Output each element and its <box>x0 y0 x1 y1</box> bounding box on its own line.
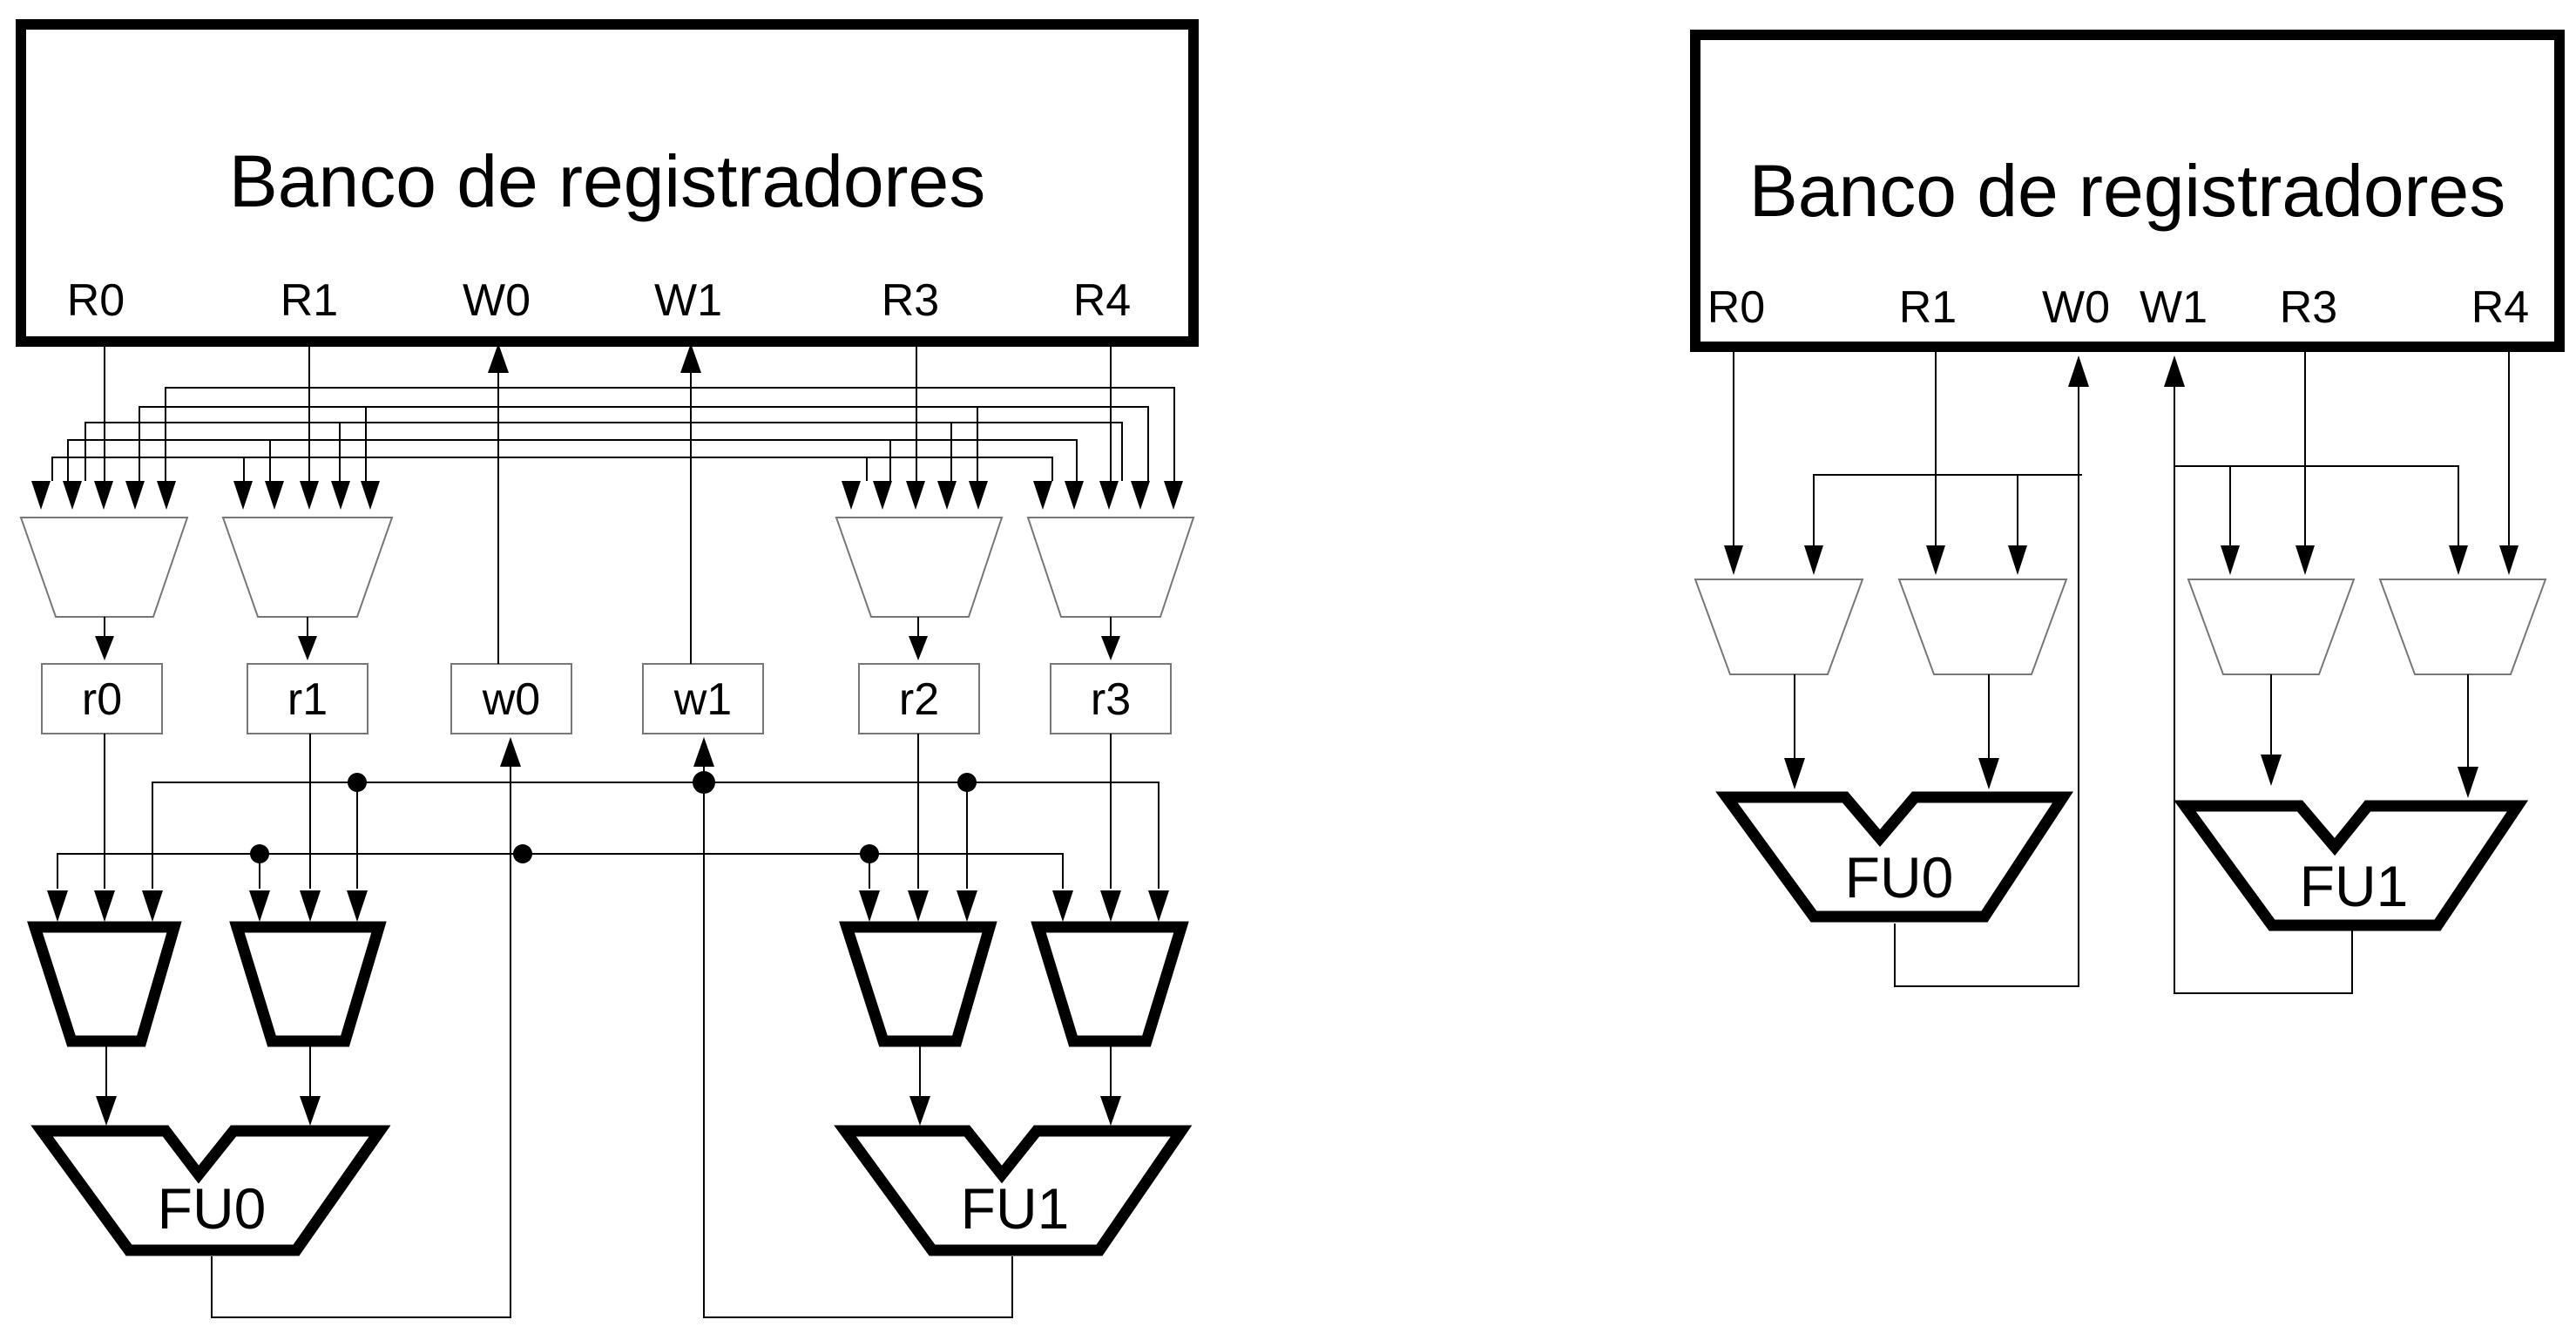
left-fu1 <box>834 1125 1193 1256</box>
right-port-label-r1: R1 <box>1899 282 1957 333</box>
right-read-mux-3 <box>2378 579 2547 675</box>
left-latch-label-r3: r3 <box>1091 674 1131 725</box>
left-fu-mux-2 <box>839 921 997 1047</box>
left-fu-input-muxes <box>27 921 1189 1047</box>
right-fu1-label: FU1 <box>2300 854 2409 918</box>
right-read-mux-0 <box>1694 579 1864 675</box>
left-fu-mux-3 <box>1031 921 1189 1047</box>
right-diagram: Banco de registradores R0 R1 W0 W1 R3 R4 <box>1690 30 2565 994</box>
left-read-mux-1 <box>221 517 394 618</box>
right-read-muxes <box>1694 579 2547 675</box>
left-register-bank <box>16 19 1199 347</box>
left-latch-label-w0: w0 <box>482 674 540 725</box>
left-latch-r0 <box>41 663 163 734</box>
left-bank-title: Banco de registradores <box>229 140 986 222</box>
left-latch-label-r1: r1 <box>287 674 328 725</box>
left-latch-label-r2: r2 <box>899 674 939 725</box>
left-port-label-w1: W1 <box>654 275 722 326</box>
left-latch-label-r0: r0 <box>82 674 122 725</box>
right-fu0 <box>1715 791 2074 923</box>
left-fu-mux-input-arrows <box>47 890 1169 922</box>
left-mux-input-arrows <box>31 481 1183 510</box>
right-functional-units: FU0 FU1 <box>1715 791 2529 931</box>
left-mux-to-fu <box>96 1041 1121 1126</box>
right-fu1 <box>2174 800 2529 931</box>
left-latch-w1 <box>642 663 764 734</box>
left-port-label-r0: R0 <box>67 275 125 326</box>
left-read-mux-2 <box>835 517 1004 618</box>
left-port-label-w0: W0 <box>463 275 531 326</box>
right-port-label-r3: R3 <box>2280 282 2337 333</box>
left-fu0 <box>30 1125 391 1256</box>
left-write-paths <box>211 343 1013 1318</box>
left-read-bus <box>51 342 1175 481</box>
right-port-label-w1: W1 <box>2140 282 2208 333</box>
left-read-muxes <box>19 517 1195 618</box>
left-diagram: Banco de registradores R0 R1 W0 W1 R3 R4 <box>16 19 1199 1318</box>
right-port-label-w0: W0 <box>2042 282 2110 333</box>
left-mux-to-latch <box>95 617 1120 660</box>
left-port-label-r4: R4 <box>1073 275 1131 326</box>
left-latch-r1 <box>247 663 368 734</box>
left-latches: r0 r1 w0 w1 r2 r3 <box>41 663 1172 734</box>
left-bypass-network <box>57 734 1160 889</box>
right-register-bank <box>1690 30 2565 352</box>
right-read-mux-1 <box>1897 579 2068 675</box>
left-port-label-r3: R3 <box>882 275 939 326</box>
right-mux-to-fu <box>1784 674 2478 798</box>
right-write-paths <box>1894 355 2353 994</box>
right-port-label-r0: R0 <box>1707 282 1765 333</box>
left-latch-label-w1: w1 <box>673 674 732 725</box>
left-latch-w0 <box>450 663 572 734</box>
left-fu-mux-1 <box>229 921 387 1047</box>
right-read-lines <box>1724 347 2519 575</box>
left-read-mux-0 <box>19 517 189 618</box>
right-fu0-label: FU0 <box>1845 845 1954 910</box>
left-functional-units: FU0 FU1 <box>30 1125 1193 1256</box>
right-port-label-r4: R4 <box>2471 282 2529 333</box>
left-port-label-r1: R1 <box>281 275 338 326</box>
left-fu0-label: FU0 <box>158 1176 267 1241</box>
left-read-mux-3 <box>1026 517 1195 618</box>
left-fu1-label: FU1 <box>961 1176 1070 1241</box>
right-bank-title: Banco de registradores <box>1749 150 2506 232</box>
right-read-mux-2 <box>2187 579 2356 675</box>
left-fu-mux-0 <box>27 921 182 1047</box>
